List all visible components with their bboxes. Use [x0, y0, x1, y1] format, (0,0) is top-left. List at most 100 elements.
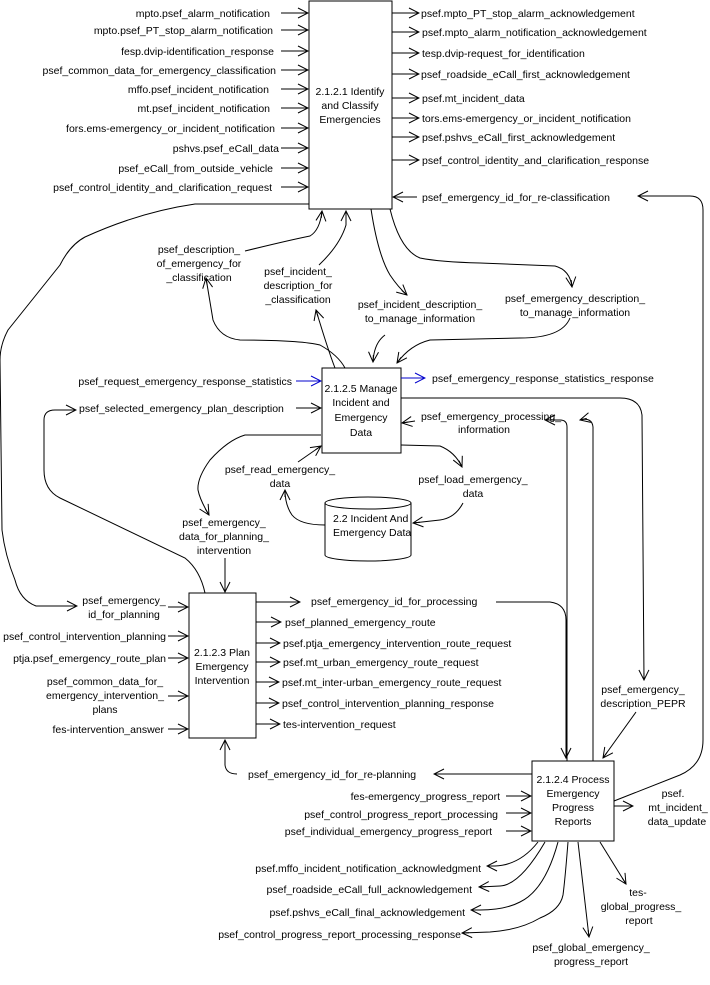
- flow-label[interactable]: data: [270, 478, 291, 490]
- process-label: Progress: [552, 802, 594, 814]
- flow-label[interactable]: psef.ptja_emergency_intervention_route_r…: [283, 638, 511, 650]
- datastore-label: 2.2 Incident And: [333, 513, 408, 525]
- process-identify-classify[interactable]: 2.1.2.1 Identify and Classify Emergencie…: [308, 0, 393, 210]
- flow-label[interactable]: report: [625, 915, 653, 927]
- flow-label[interactable]: tors.ems-emergency_or_incident_notificat…: [422, 113, 631, 125]
- flow-label[interactable]: psef_common_data_for_: [47, 676, 163, 688]
- flow-label[interactable]: psef.mffo_incident_notification_acknowle…: [255, 863, 481, 875]
- flow-label[interactable]: psef_emergency_: [601, 684, 685, 696]
- flow-label[interactable]: to_manage_information: [520, 307, 630, 319]
- flow-label[interactable]: psef_planned_emergency_route: [285, 617, 436, 629]
- flow-label[interactable]: psef_emergency_id_for_re-classification: [422, 192, 610, 204]
- flow-label[interactable]: psef_control_progress_report_processing: [304, 809, 498, 821]
- flow-label[interactable]: psef.mt_incident_data: [422, 93, 525, 105]
- identify-output-flows: [392, 13, 419, 160]
- flow-label[interactable]: psef_emergency_id_for_processing: [311, 596, 478, 608]
- process-input-flows: fes-emergency_progress_report psef_contr…: [285, 791, 531, 838]
- flow-label[interactable]: data_for_planning_: [179, 531, 269, 543]
- process-label: 2.1.2.4 Process: [537, 774, 610, 786]
- flow-label[interactable]: tes-: [629, 887, 647, 899]
- flow-label[interactable]: emergency_intervention_: [46, 690, 164, 702]
- flow-label[interactable]: description_for: [264, 280, 333, 292]
- flow-label[interactable]: psef_eCall_from_outside_vehicle: [118, 163, 273, 175]
- flow-label[interactable]: psef.mpto_alarm_notification_acknowledge…: [422, 27, 647, 39]
- flow-label[interactable]: mpto.psef_alarm_notification: [136, 8, 270, 20]
- flow-label[interactable]: psef_roadside_eCall_full_acknowledgement: [267, 884, 473, 896]
- flow-label[interactable]: psef_roadside_eCall_first_acknowledgemen…: [421, 69, 630, 81]
- flow-label[interactable]: to_manage_information: [365, 313, 475, 325]
- flow-re-classification: psef_emergency_id_for_re-classification: [393, 192, 704, 802]
- flow-description-pepr: psef_emergency_ description_PEPR: [401, 397, 686, 758]
- flow-label[interactable]: intervention: [197, 545, 251, 557]
- flow-label[interactable]: psef.pshvs_eCall_first_acknowledgement: [422, 132, 615, 144]
- flow-label[interactable]: psef_load_emergency_: [418, 474, 527, 486]
- flow-label[interactable]: psef_control_intervention_planning_respo…: [282, 698, 494, 710]
- flow-label[interactable]: information: [458, 424, 510, 436]
- process-manage-data[interactable]: 2.1.2.5 Manage Incident and Emergency Da…: [321, 367, 402, 454]
- flow-label[interactable]: ptja.psef_emergency_route_plan: [13, 653, 166, 665]
- flow-label[interactable]: psef_control_identity_and_clarification_…: [53, 182, 272, 194]
- flow-label[interactable]: psef_emergency_id_for_re-planning: [248, 769, 416, 781]
- flow-label[interactable]: psef_emergency_processing_: [421, 411, 561, 423]
- flow-label[interactable]: tesp.dvip-request_for_identification: [422, 48, 585, 60]
- flow-read-data: psef_read_emergency_ data: [225, 446, 335, 526]
- flow-label[interactable]: description_PEPR: [600, 698, 686, 710]
- flow-label[interactable]: psef.mpto_PT_stop_alarm_acknowledgement: [421, 8, 635, 20]
- flow-label[interactable]: psef.mt_inter-urban_emergency_route_requ…: [282, 677, 502, 689]
- flow-label[interactable]: psef.: [662, 788, 685, 800]
- flow-label[interactable]: of_emergency_for: [157, 258, 242, 270]
- plan-input-flows: psef_control_intervention_planning ptja.…: [3, 631, 188, 736]
- process-label: 2.1.2.5 Manage: [325, 383, 398, 395]
- flow-label[interactable]: data_update: [648, 816, 707, 828]
- flow-label[interactable]: psef_emergency_description_: [505, 293, 645, 305]
- flow-label[interactable]: data: [463, 488, 484, 500]
- flow-label[interactable]: psef_control_intervention_planning: [3, 631, 166, 643]
- flow-data-for-planning: psef_emergency_ data_for_planning_ inter…: [179, 434, 321, 592]
- process-label: Data: [350, 427, 372, 439]
- flow-label[interactable]: psef_control_identity_and_clarification_…: [422, 155, 649, 167]
- process-label: Incident and: [332, 397, 389, 409]
- flow-label[interactable]: mt.psef_incident_notification: [138, 103, 271, 115]
- process-progress-reports[interactable]: 2.1.2.4 Process Emergency Progress Repor…: [531, 760, 615, 842]
- flow-label[interactable]: pshvs.psef_eCall_data: [173, 143, 279, 155]
- flow-label[interactable]: fes-intervention_answer: [53, 724, 165, 736]
- flow-label[interactable]: fesp.dvip-identification_response: [121, 46, 274, 58]
- flow-incident-desc-classification: psef_incident_ description_for _classifi…: [264, 211, 346, 369]
- datastore-label: Emergency Data: [333, 527, 411, 539]
- identify-output-labels: psef.mpto_PT_stop_alarm_acknowledgement …: [421, 8, 649, 167]
- flow-label[interactable]: psef_emergency_: [182, 517, 266, 529]
- flow-processing-information: psef_emergency_processing_ information: [402, 411, 594, 761]
- flow-label[interactable]: mt_incident_: [648, 802, 708, 814]
- flow-desc-of-emergency: psef_description_ of_emergency_for _clas…: [157, 211, 346, 369]
- flow-label[interactable]: psef_emergency_: [82, 595, 166, 607]
- process-label: Emergency: [195, 661, 249, 673]
- flow-label[interactable]: global_progress_: [601, 901, 682, 913]
- identify-input-flows: [281, 13, 308, 187]
- flow-label[interactable]: _classification: [165, 272, 232, 284]
- flow-label[interactable]: psef_control_progress_report_processing_…: [218, 929, 461, 941]
- flow-label[interactable]: progress_report: [554, 956, 628, 968]
- flow-label[interactable]: mffo.psef_incident_notification: [128, 84, 269, 96]
- flow-label[interactable]: psef.mt_urban_emergency_route_request: [283, 657, 479, 669]
- flow-label[interactable]: psef_request_emergency_response_statisti…: [78, 376, 292, 388]
- flow-label[interactable]: plans: [92, 704, 117, 716]
- flow-label[interactable]: psef_incident_description_: [358, 299, 482, 311]
- flow-label[interactable]: psef_selected_emergency_plan_description: [79, 403, 284, 415]
- flow-label[interactable]: psef_individual_emergency_progress_repor…: [285, 826, 492, 838]
- flow-label[interactable]: tes-intervention_request: [283, 719, 396, 731]
- flow-label[interactable]: fes-emergency_progress_report: [351, 791, 500, 803]
- flow-label[interactable]: psef_read_emergency_: [225, 464, 335, 476]
- flow-label[interactable]: psef_common_data_for_emergency_classific…: [43, 65, 277, 77]
- flow-label[interactable]: mpto.psef_PT_stop_alarm_notification: [94, 25, 273, 37]
- flow-label[interactable]: _classification: [264, 294, 331, 306]
- flow-label[interactable]: psef.pshvs_eCall_final_acknowledgement: [269, 907, 465, 919]
- flow-label[interactable]: psef_global_emergency_: [532, 942, 649, 954]
- flow-label[interactable]: fors.ems-emergency_or_incident_notificat…: [66, 123, 275, 135]
- flow-label[interactable]: psef_emergency_response_statistics_respo…: [432, 373, 654, 385]
- flow-label[interactable]: psef_description_: [158, 244, 240, 256]
- flow-label[interactable]: id_for_planning: [88, 609, 160, 621]
- datastore-incident-emergency-data[interactable]: 2.2 Incident And Emergency Data: [324, 496, 412, 562]
- process-plan-intervention[interactable]: 2.1.2.3 Plan Emergency Intervention: [188, 592, 257, 739]
- flow-label[interactable]: psef_incident_: [264, 266, 332, 278]
